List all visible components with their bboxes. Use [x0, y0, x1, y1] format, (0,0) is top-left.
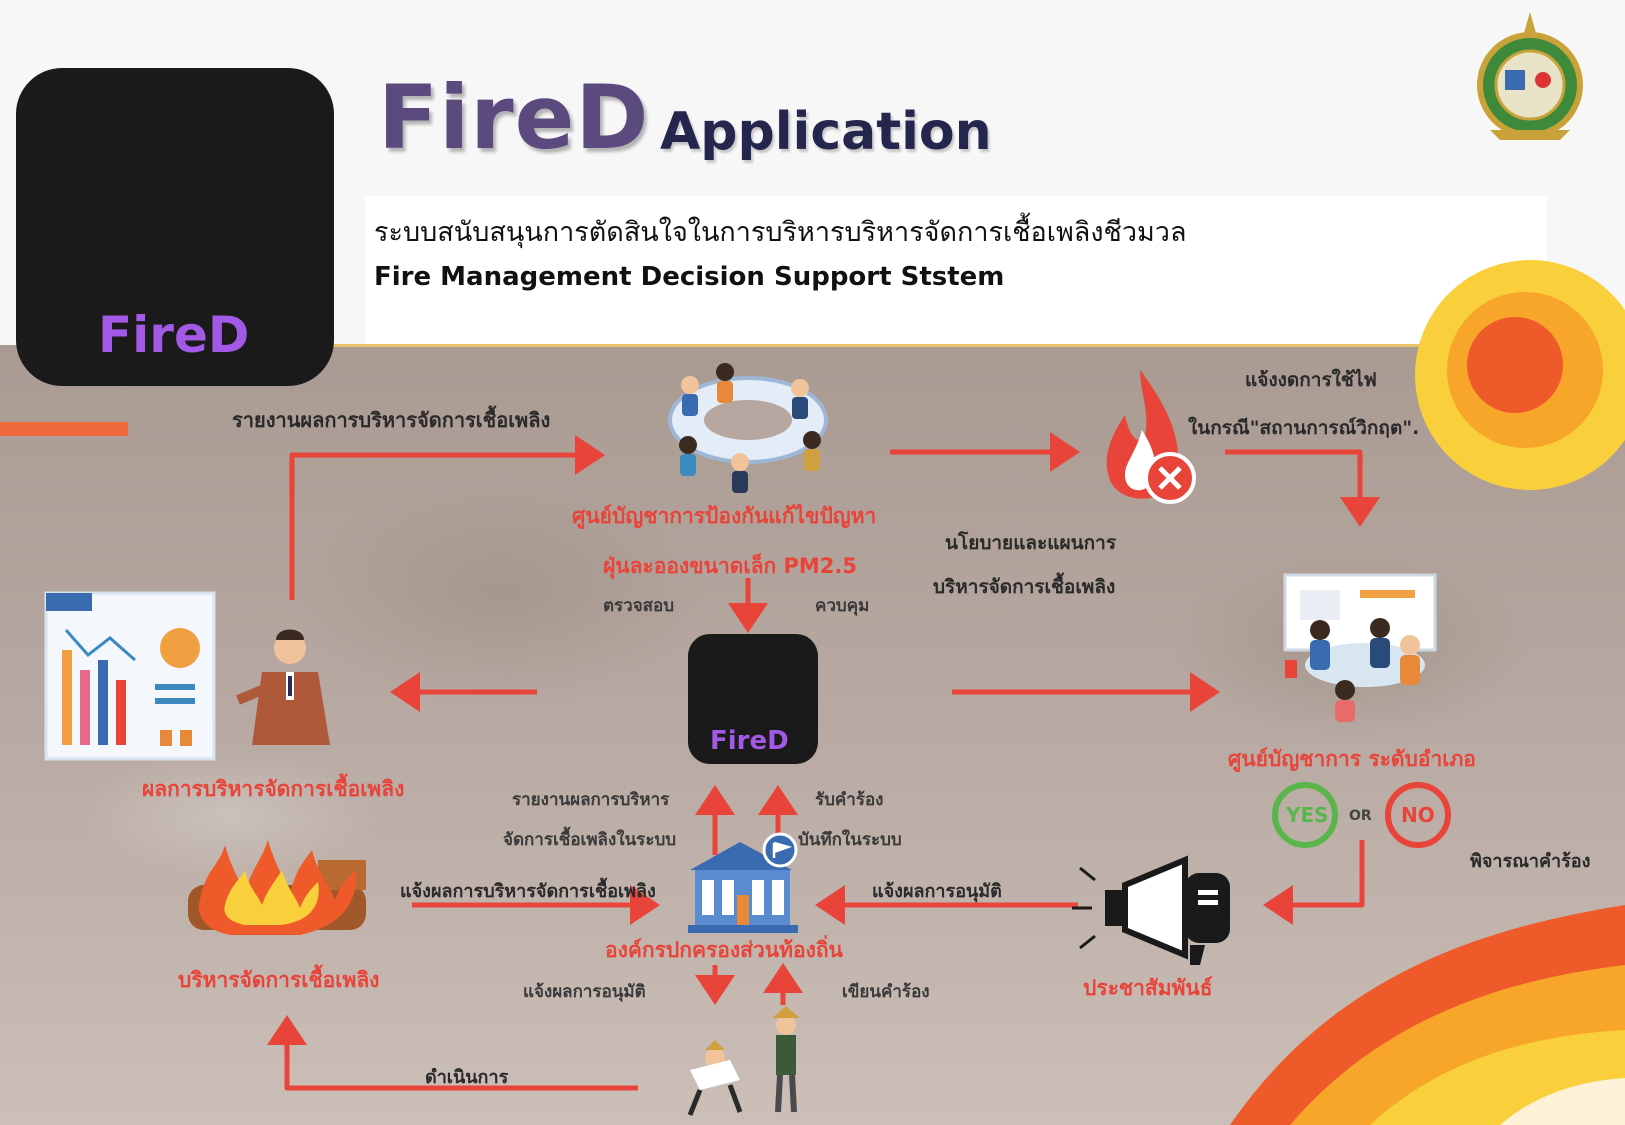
fired-app-icon	[16, 68, 334, 386]
wave-decoration	[1230, 905, 1625, 1125]
arrow-farmer-to-fuel	[267, 1015, 638, 1091]
meeting-illustration	[668, 363, 828, 493]
subtitle-thai: ระบบสนับสนุนการตัดสินใจในการบริหารบริหาร…	[374, 217, 1187, 248]
node-district-center: ศูนย์บัญชาการ ระดับอำเภอ	[1228, 747, 1476, 771]
label-report-result: รายงานผลการบริหารจัดการเชื้อเพลิง	[232, 408, 551, 432]
label-inspect: ตรวจสอบ	[603, 596, 675, 616]
megaphone-illustration	[1072, 855, 1230, 965]
label-consider-request: พิจารณาคำร้อง	[1470, 851, 1591, 872]
dashboard-illustration	[44, 591, 216, 761]
page-title: FireD	[378, 66, 650, 169]
district-meeting-illustration	[1283, 573, 1437, 722]
arrow-nofire-to-district	[1225, 449, 1380, 527]
node-local-org: องค์กรปกครองส่วนท้องถิ่น	[605, 938, 843, 962]
label-notify-approval-2: แจ้งผลการอนุมัติ	[523, 982, 646, 1002]
farmers-illustration	[687, 1006, 800, 1116]
node-command-center-line2: ฝุ่นละอองขนาดเล็ก PM2.5	[603, 554, 857, 578]
fired-app-node	[688, 634, 818, 764]
label-notify-result: แจ้งผลการบริหารจัดการเชื้อเพลิง	[400, 881, 656, 902]
label-report-system-2: จัดการเชื้อเพลิงในระบบ	[503, 830, 677, 850]
label-receive-request: รับคำร้อง	[815, 790, 884, 810]
node-public-relations: ประชาสัมพันธ์	[1083, 976, 1213, 1000]
label-record-system: บันทึกในระบบ	[798, 830, 902, 850]
government-building-illustration	[688, 832, 798, 933]
page-title-suffix: Application	[660, 102, 992, 162]
label-report-system-1: รายงานผลการบริหาร	[512, 790, 670, 810]
label-notify-approval: แจ้งผลการอนุมัติ	[872, 881, 1002, 902]
label-policy-1: นโยบายและแผนการ	[945, 532, 1117, 554]
label-notify-no-fire-1: แจ้งงดการใช้ไฟ	[1245, 369, 1377, 391]
label-notify-no-fire-2: ในกรณี"สถานการณ์วิกฤต".	[1188, 417, 1420, 439]
label-policy-2: บริหารจัดการเชื้อเพลิง	[933, 576, 1116, 598]
sun-decoration	[1415, 260, 1625, 490]
no-badge-text: NO	[1401, 803, 1435, 827]
label-write-request: เขียนคำร้อง	[842, 982, 930, 1002]
burning-logs-illustration	[188, 840, 366, 935]
arrow-report-to-command	[289, 435, 605, 600]
node-fuel-management: บริหารจัดการเชื้อเพลิง	[178, 968, 380, 992]
arrow-district-to-pr	[1263, 840, 1365, 925]
label-control: ควบคุม	[815, 596, 870, 616]
or-text: OR	[1349, 808, 1372, 824]
subtitle-card	[365, 196, 1547, 344]
presenter-illustration	[236, 629, 330, 745]
node-command-center-line1: ศูนย์บัญชาการป้องกันแก้ไขปัญหา	[572, 504, 877, 528]
app-node-label: FireD	[710, 726, 789, 756]
no-fire-illustration	[1106, 370, 1196, 504]
label-operate: ดำเนินการ	[425, 1067, 509, 1088]
emblem-logo	[1477, 12, 1583, 140]
yes-badge-text: YES	[1286, 803, 1329, 827]
app-icon-label: FireD	[98, 306, 250, 364]
yes-no-badges	[1272, 782, 1451, 848]
node-management-result: ผลการบริหารจัดการเชื้อเพลิง	[142, 777, 405, 801]
accent-bar	[0, 422, 128, 436]
subtitle-english: Fire Management Decision Support Ststem	[374, 262, 1005, 292]
divider-line	[330, 344, 1625, 347]
